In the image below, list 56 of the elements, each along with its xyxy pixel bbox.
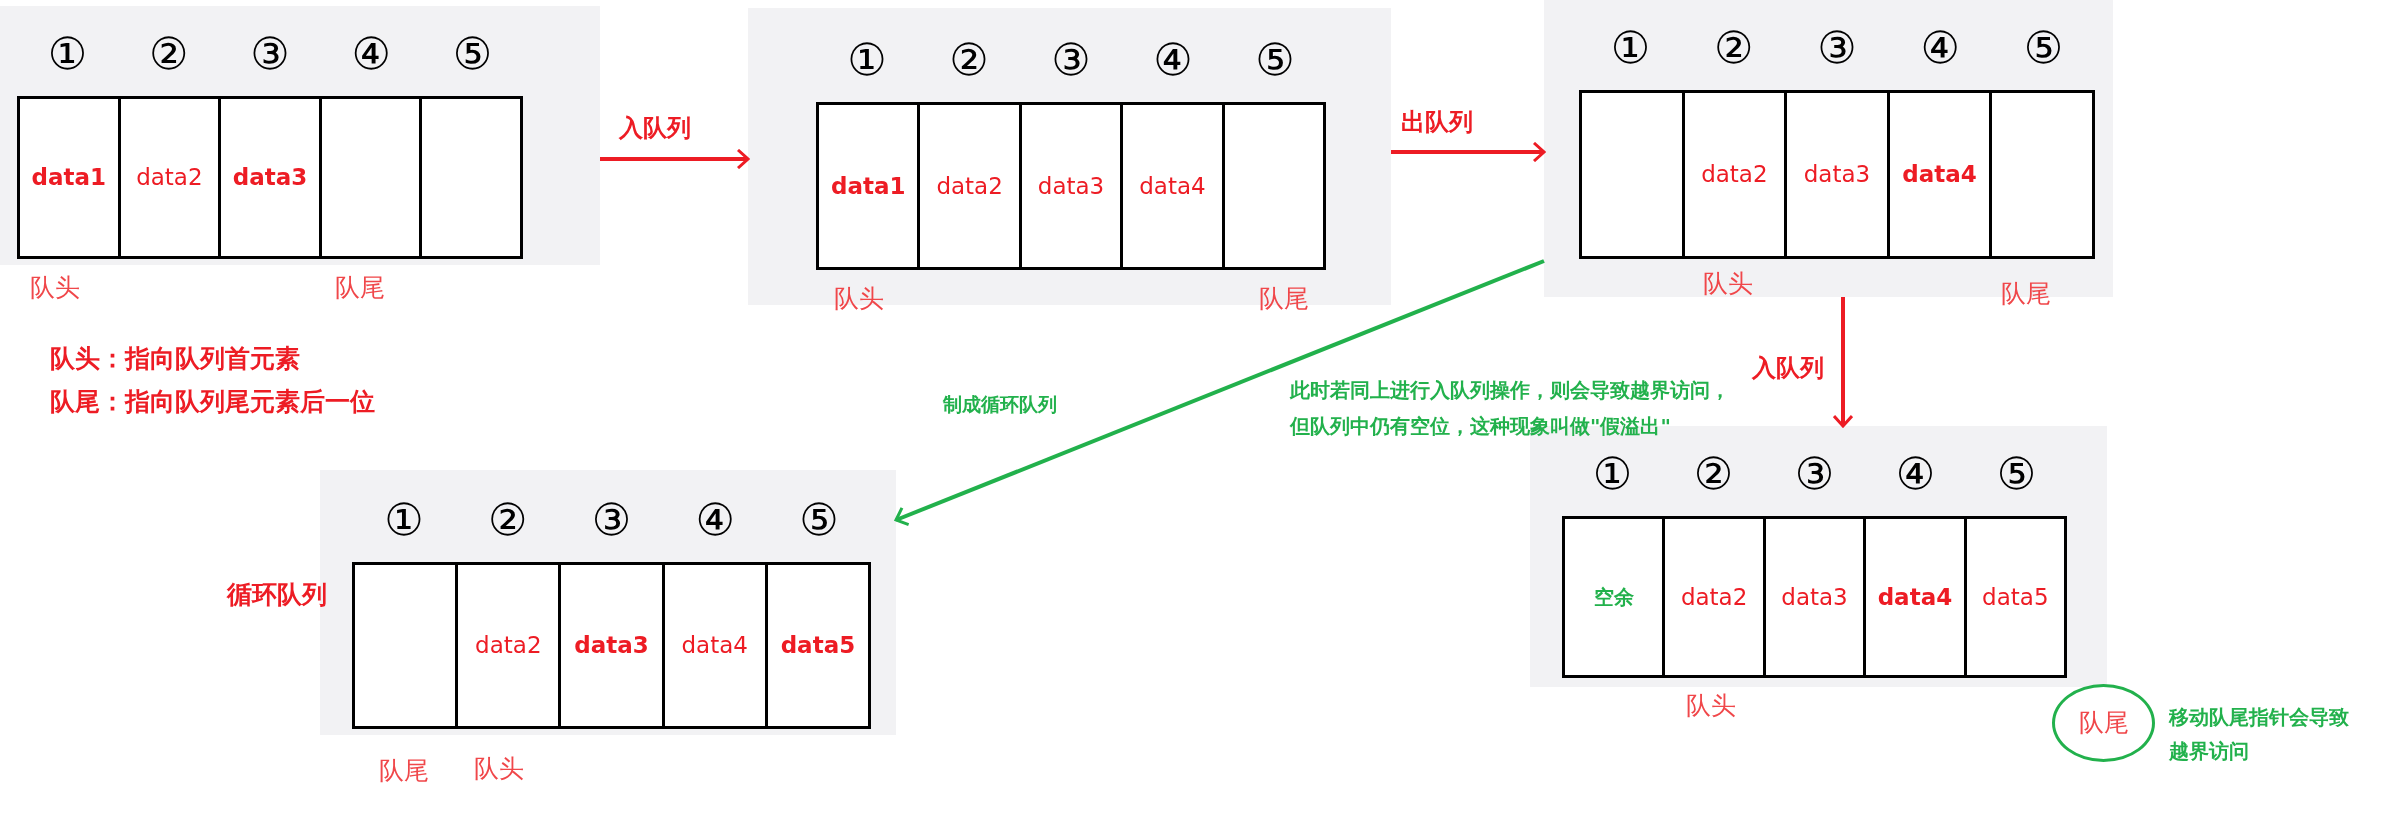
pointer-label: 队尾	[335, 272, 385, 305]
note-text: 移动队尾指针会导致越界访问	[2169, 704, 2350, 765]
pointer-label: 队尾	[2001, 278, 2051, 311]
index-number: ⑤	[799, 498, 839, 542]
array-cell: data3	[218, 96, 322, 259]
index-number: ①	[1610, 26, 1651, 70]
queue-title: 循环队列	[227, 579, 327, 612]
index-number: ②	[1714, 26, 1754, 70]
array-cell: data4	[1120, 102, 1225, 270]
index-number: ③	[591, 498, 632, 542]
array-cell	[419, 96, 523, 259]
array-cell	[1579, 90, 1685, 259]
index-number: ①	[47, 32, 88, 76]
index-number: ②	[487, 498, 528, 542]
arrow	[894, 259, 1545, 527]
index-number: ③	[250, 32, 290, 76]
array-cell: data2	[917, 102, 1022, 270]
array-cell	[1989, 90, 2095, 259]
pointer-label: 队头	[1686, 690, 1736, 723]
index-number: ④	[1895, 452, 1936, 496]
arrow	[1391, 141, 1546, 163]
index-number: ④	[695, 498, 735, 542]
pointer-label: 队头	[30, 272, 80, 305]
index-number: ②	[149, 32, 189, 76]
note-text: 队尾：指向队列尾元素后一位	[50, 386, 375, 418]
index-number: ④	[1920, 26, 1960, 70]
index-number: ③	[1051, 38, 1091, 82]
note-text: 此时若同上进行入队列操作，则会导致越界访问，但队列中仍有空位，这种现象叫做"假溢出"	[1290, 377, 1731, 440]
circled-label: 队尾	[2052, 684, 2155, 762]
index-number: ③	[1794, 452, 1835, 496]
index-number: ②	[949, 38, 989, 82]
pointer-label: 队头	[834, 283, 884, 316]
index-number: ①	[384, 498, 424, 542]
index-number: ⑤	[452, 32, 493, 76]
array-cell: data2	[1662, 516, 1766, 678]
index-number: ①	[847, 38, 887, 82]
index-number: ⑤	[1996, 452, 2037, 496]
index-number: ①	[1592, 452, 1633, 496]
index-number: ④	[351, 32, 391, 76]
index-number: ②	[1693, 452, 1734, 496]
array-cell: data4	[1863, 516, 1967, 678]
index-number: ③	[1817, 26, 1857, 70]
array-cell: data3	[1784, 90, 1890, 259]
pointer-label: 队头	[474, 753, 524, 786]
arrow	[1832, 297, 1854, 428]
note-text: 队头：指向队列首元素	[50, 343, 300, 375]
pointer-label: 队头	[1703, 268, 1753, 301]
index-number: ⑤	[1255, 38, 1295, 82]
index-number: ④	[1153, 38, 1193, 82]
pointer-label: 队尾	[1259, 283, 1309, 316]
pointer-label: 队尾	[379, 755, 429, 788]
arrow	[600, 148, 750, 170]
array-cell: data3	[558, 562, 665, 729]
index-number: ⑤	[2023, 26, 2064, 70]
queue-panel	[0, 6, 600, 265]
array-cell: data1	[17, 96, 121, 259]
